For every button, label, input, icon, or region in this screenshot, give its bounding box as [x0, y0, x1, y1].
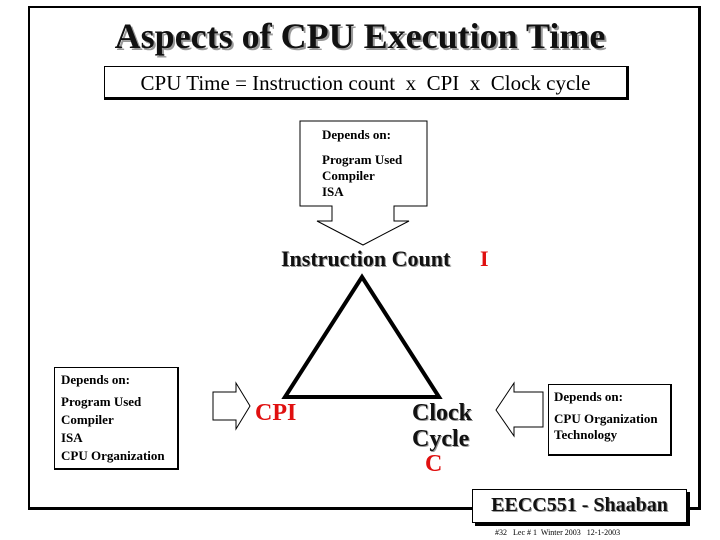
top-callout-heading: Depends on:	[322, 127, 391, 142]
list-item: Program Used	[61, 394, 142, 409]
left-arrow-right-icon	[212, 381, 251, 431]
list-item: Technology	[554, 427, 618, 442]
instruction-count-label: Instruction Count	[281, 246, 451, 271]
list-item: ISA	[322, 184, 344, 199]
clock-cycle-line1: Clock	[412, 400, 472, 426]
slide-frame-top	[28, 6, 701, 8]
left-callout-heading: Depends on:	[61, 372, 130, 387]
list-item: ISA	[61, 430, 83, 445]
top-callout-arrow	[299, 120, 428, 246]
clock-cycle-line2: Cycle	[412, 426, 470, 452]
instruction-count-letter: I	[480, 246, 489, 271]
left-callout-box	[54, 367, 179, 470]
top-callout-list: Program Used Compiler ISA	[322, 152, 402, 200]
list-item: Program Used	[322, 152, 403, 167]
footer-box	[472, 489, 687, 523]
cpi-label: CPI	[255, 400, 297, 426]
right-arrow-left-icon	[495, 381, 544, 438]
list-item: Compiler	[61, 412, 114, 427]
right-callout-list: CPU Organization Technology	[554, 411, 658, 443]
formula-text: CPU Time = Instruction count x CPI x Clo…	[140, 71, 591, 95]
formula-box: CPU Time = Instruction count x CPI x Clo…	[104, 66, 629, 100]
left-callout-list: Program Used Compiler ISA CPU Organizati…	[61, 393, 165, 465]
clock-cycle-label: Clock Cycle	[412, 400, 472, 452]
slide-title: Aspects of CPU Execution Time	[114, 16, 606, 56]
triangle-shape	[281, 273, 443, 399]
list-item: Compiler	[322, 168, 375, 183]
right-callout-heading: Depends on:	[554, 389, 623, 404]
footnote: #32 Lec # 1 Winter 2003 12-1-2003	[495, 528, 621, 537]
right-callout-box	[548, 384, 672, 456]
list-item: CPU Organization	[61, 448, 165, 463]
clock-cycle-letter: C	[425, 451, 443, 477]
list-item: CPU Organization	[554, 411, 658, 426]
slide-frame	[28, 6, 701, 510]
footer-label: EECC551 - Shaaban	[491, 494, 668, 516]
